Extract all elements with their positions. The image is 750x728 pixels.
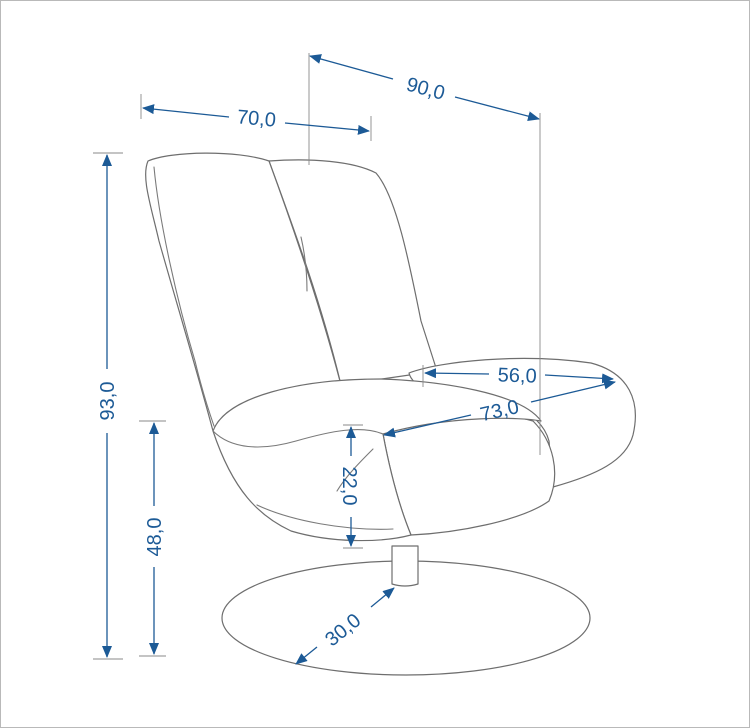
dim-line-depth-top — [309, 54, 394, 80]
dimension-labels: 70,0 90,0 93,0 48,0 22,0 56,0 73,0 30,0 — [97, 74, 537, 652]
dimension-lines — [102, 54, 616, 665]
extension-lines — [93, 53, 541, 660]
chair-seat-left — [212, 378, 542, 542]
chair-seat-front — [382, 414, 556, 536]
chair-stem — [391, 545, 419, 587]
dim-label-seat-height: 48,0 — [144, 518, 166, 557]
dim-label-seat-thickness: 22,0 — [338, 467, 360, 506]
dim-label-depth-top: 90,0 — [404, 74, 447, 105]
dim-label-height-total: 93,0 — [97, 382, 119, 421]
dim-line-seat-width — [424, 368, 490, 379]
dim-line-base-diameter — [295, 646, 318, 665]
chair-illustration — [145, 152, 636, 676]
dim-line-width-top — [142, 104, 230, 118]
dim-line-seat-depth — [383, 414, 472, 438]
dim-label-width-top: 70,0 — [236, 106, 277, 131]
chair-backrest-rear — [268, 159, 438, 386]
dim-label-seat-width: 56,0 — [497, 364, 537, 387]
